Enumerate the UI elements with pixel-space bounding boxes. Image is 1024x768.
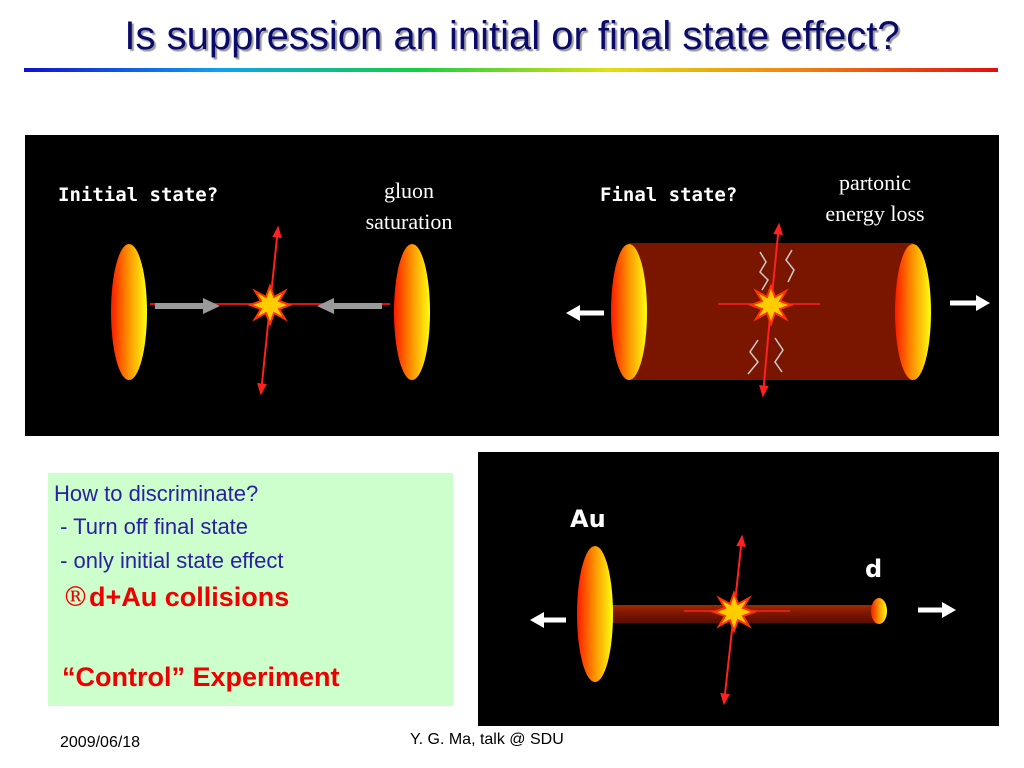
dau-arrow-right-icon [918, 602, 956, 618]
final-state-label: Final state? [600, 184, 738, 206]
energy-loss-line: energy loss [825, 201, 925, 226]
dau-collisions-text: d+Au collisions [89, 582, 290, 612]
gluon-radiation-up2-icon [785, 249, 795, 283]
right-nucleus-b [895, 244, 931, 380]
d-label: d [865, 555, 883, 583]
arrow-symbol-icon: ® [62, 582, 89, 613]
gluon-line: gluon [383, 178, 435, 203]
incoming-arrow-right [155, 298, 220, 314]
initial-only-line: - only initial state effect [54, 548, 284, 573]
title-rainbow-rule [24, 68, 998, 72]
footer-credit: Y. G. Ma, talk @ SDU [410, 731, 564, 748]
gluon-radiation-up-icon [759, 251, 769, 291]
footer-date: 2009/06/18 [60, 734, 141, 751]
dau-arrow-left-icon [530, 612, 566, 628]
outgoing-arrow-left-icon [566, 305, 604, 321]
gluon-radiation-down-icon [747, 339, 759, 375]
dau-collision-burst-icon [711, 590, 757, 634]
discrimination-textbox: How to discriminate? - Turn off final st… [48, 473, 453, 706]
au-label: Au [570, 505, 606, 533]
gluon-saturation-label: gluon saturation [344, 175, 474, 237]
medium-collision-burst-icon [748, 283, 794, 327]
outgoing-arrow-right-icon [950, 295, 990, 311]
partonic-line: partonic [838, 170, 912, 195]
gluon-radiation-down2-icon [774, 337, 784, 373]
left-nucleus-a [111, 244, 147, 380]
partonic-energy-loss-label: partonic energy loss [800, 167, 950, 229]
slide-title: Is suppression an initial or final state… [124, 14, 900, 58]
d-nucleus [871, 598, 887, 624]
turn-off-final-line: - Turn off final state [54, 514, 249, 539]
au-nucleus [577, 546, 613, 682]
saturation-line: saturation [365, 209, 453, 234]
collision-burst-icon [247, 283, 293, 327]
control-experiment-line: “Control” Experiment [62, 662, 340, 692]
question-line: How to discriminate? [54, 481, 259, 506]
left-nucleus-b [394, 244, 430, 380]
incoming-arrow-left [317, 298, 382, 314]
initial-state-label: Initial state? [58, 184, 219, 206]
bottom-diagram-panel [478, 452, 999, 726]
right-nucleus-a [611, 244, 647, 380]
dau-line: ®d+Au collisions [62, 582, 289, 613]
